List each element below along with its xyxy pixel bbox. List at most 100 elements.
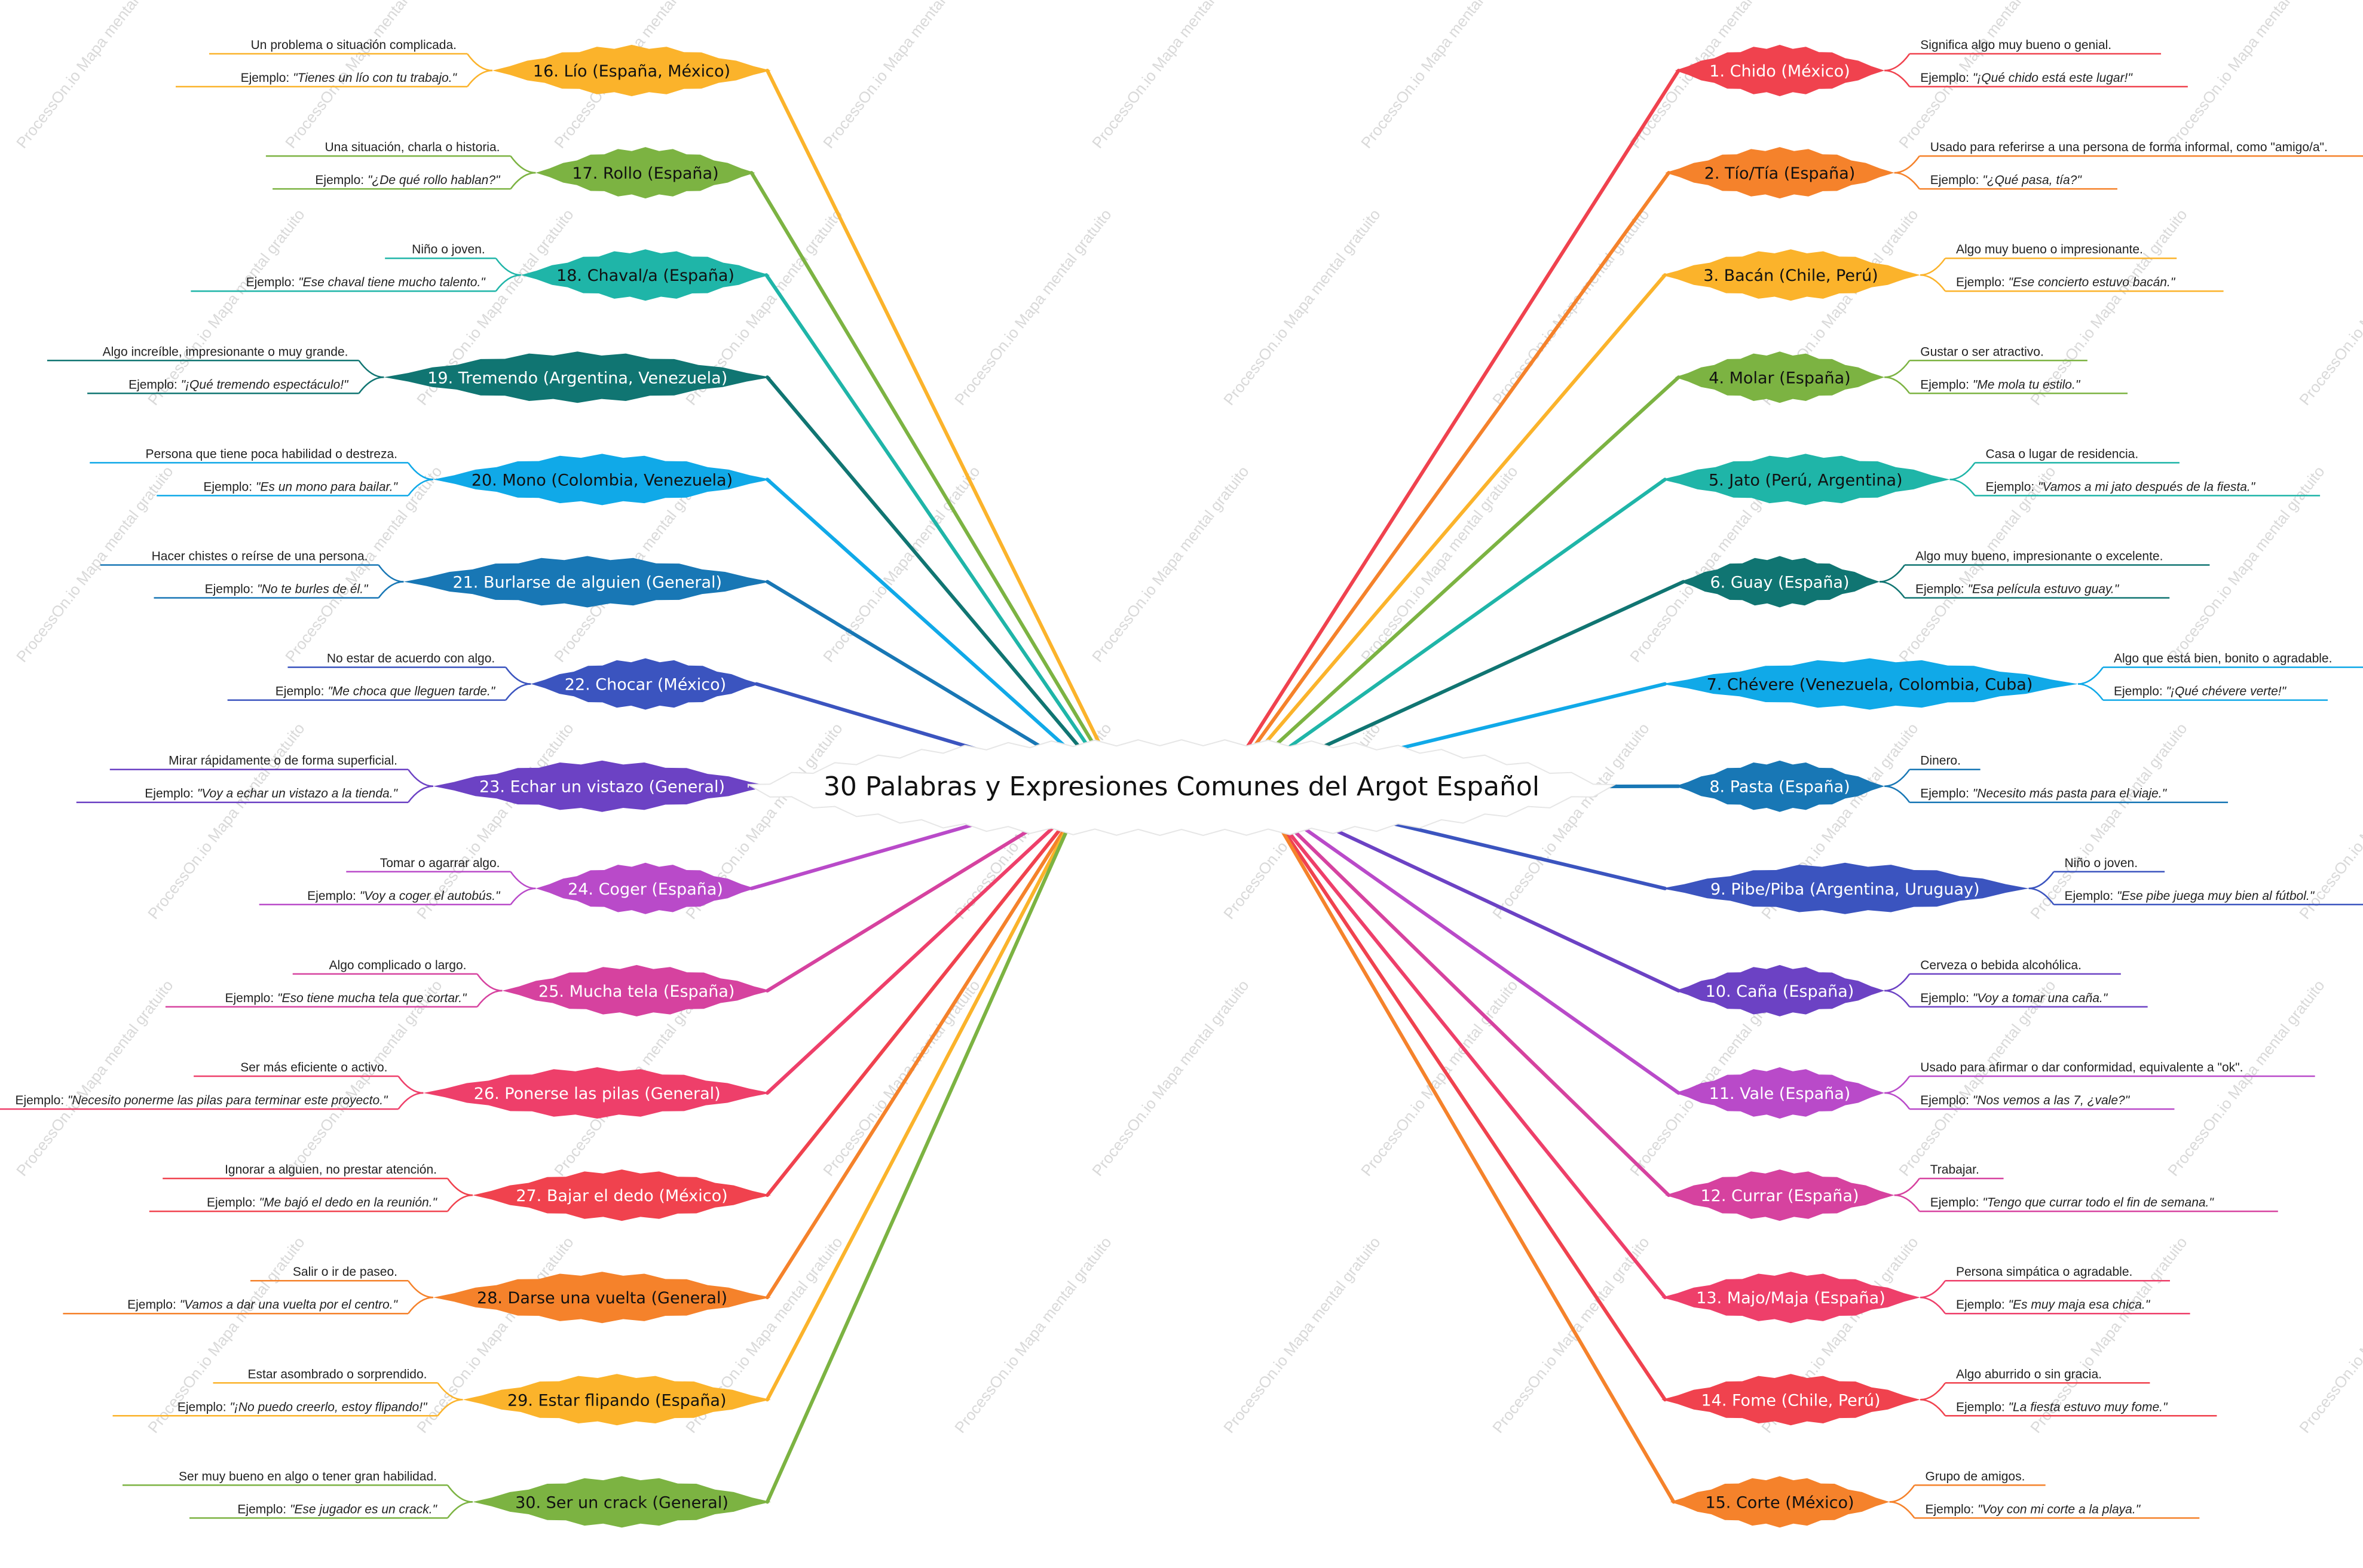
- branch-description: Usado para afirmar o dar conformidad, eq…: [1920, 1061, 2243, 1074]
- watermark-text: ProcessOn.io Mapa mental gratuito: [1220, 206, 1384, 409]
- branch-example: Ejemplo: "Ese concierto estuvo bacán.": [1956, 275, 2176, 289]
- branch-details: Niño o joven. Ejemplo: "Ese pibe juega mu…: [2028, 856, 2363, 906]
- detail-connector: [407, 479, 434, 497]
- branch-node[interactable]: 29. Estar flipando (España)Estar asombra…: [112, 1367, 772, 1426]
- detail-connector: [2028, 887, 2055, 905]
- example-prefix: Ejemplo:: [241, 71, 293, 85]
- branch-node[interactable]: 5. Jato (Perú, Argentina)Casa o lugar de…: [1661, 447, 2321, 506]
- central-topic-title: 30 Palabras y Expresiones Comunes del Ar…: [824, 771, 1539, 802]
- central-topic[interactable]: 30 Palabras y Expresiones Comunes del Ar…: [748, 739, 1617, 837]
- branch-details: Estar asombrado o sorprendido.Ejemplo: "…: [112, 1367, 463, 1417]
- branch-node-shape: [1661, 454, 1950, 506]
- branch-description: Algo muy bueno o impresionante.: [1956, 243, 2143, 256]
- branch-details: Hacer chistes o reírse de una persona.Ej…: [100, 550, 404, 599]
- example-prefix: Ejemplo:: [205, 583, 258, 596]
- branch-node-shape: [492, 45, 771, 96]
- branch-node[interactable]: 20. Mono (Colombia, Venezuela) Persona qu…: [90, 447, 771, 506]
- branch-node-shape: [1665, 147, 1894, 199]
- branch-node[interactable]: 2. Tío/Tía (España)Usado para referirse …: [1665, 140, 2363, 199]
- branch-node[interactable]: 23. Echar un vistazo (General) Mirar rápi…: [76, 754, 771, 812]
- branch-node[interactable]: 30. Ser un crack (General)Ser muy bueno …: [123, 1469, 771, 1528]
- watermark-text: ProcessOn.io Mapa mental gratuito: [2164, 976, 2328, 1180]
- branch-node[interactable]: 16. Lío (España, México)Un problema o si…: [176, 38, 771, 96]
- branch-example: Ejemplo: "Vamos a mi jato después de la …: [1986, 480, 2256, 494]
- watermark-text: ProcessOn.io Mapa mental gratuito: [2295, 1233, 2363, 1437]
- branch-node[interactable]: 22. Chocar (México)No estar de acuerdo c…: [227, 652, 760, 710]
- branch-label: 13. Majo/Maja (España): [1696, 1289, 1885, 1307]
- branch-node-shape: [535, 147, 755, 199]
- branch-example: Ejemplo: "Ese pibe juega muy bien al fút…: [2065, 889, 2315, 903]
- branch-node[interactable]: 17. Rollo (España)Una situación, charla …: [265, 140, 755, 199]
- branch-node[interactable]: 25. Mucha tela (España)Algo complicado o…: [165, 958, 771, 1016]
- detail-connector: [378, 581, 404, 599]
- branch-node[interactable]: 24. Coger (España)Tomar o agarrar algo.E…: [259, 856, 755, 914]
- branch-label: 7. Chévere (Venezuela, Colombia, Cuba): [1707, 676, 2033, 694]
- example-prefix: Ejemplo:: [1956, 275, 2009, 289]
- branch-description: Niño o joven.: [2065, 856, 2138, 870]
- branch-example: Ejemplo: "Eso tiene mucha tela que corta…: [225, 991, 467, 1005]
- branch-connector: [766, 69, 1104, 752]
- branch-node[interactable]: 10. Caña (España)Cerveza o bebida alcohó…: [1675, 958, 2148, 1016]
- example-prefix: Ejemplo:: [1915, 583, 1968, 596]
- branch-node[interactable]: 6. Guay (España)Algo muy bueno, impresio…: [1680, 550, 2210, 608]
- branch-node-shape: [1670, 1476, 1890, 1528]
- branch-details: Un problema o situación complicada.Ejemp…: [176, 38, 493, 88]
- branch-description: Niño o joven.: [412, 243, 485, 256]
- detail-connector: [2077, 666, 2104, 685]
- branch-details: Persona que tiene poca habilidad o destr…: [90, 447, 434, 497]
- branch-node[interactable]: 1. Chido (México)Significa algo muy buen…: [1675, 38, 2188, 96]
- branch-node[interactable]: 19. Tremendo (Argentina, Venezuela)Algo …: [47, 345, 771, 403]
- branch-node[interactable]: 14. Fome (Chile, Perú)Algo aburrido o si…: [1661, 1367, 2217, 1426]
- branch-example: Ejemplo: "Es muy maja esa chica.": [1956, 1298, 2151, 1312]
- branch-node-shape: [1675, 1067, 1885, 1119]
- branch-label: 23. Echar un vistazo (General): [479, 778, 725, 797]
- branch-connector: [764, 273, 1100, 762]
- branch-description: Algo complicado o largo.: [329, 958, 467, 972]
- detail-connector: [1949, 479, 1976, 497]
- watermark-text: ProcessOn.io Mapa mental gratuito: [2295, 206, 2363, 409]
- branch-details: Tomar o agarrar algo.Ejemplo: "Voy a cog…: [259, 856, 536, 906]
- watermark-text: ProcessOn.io Mapa mental gratuito: [13, 463, 177, 666]
- branch-connector: [766, 802, 1081, 1095]
- branch-node[interactable]: 9. Pibe/Piba (Argentina, Uruguay)Niño o …: [1661, 856, 2363, 914]
- branch-node[interactable]: 18. Chaval/a (España)Niño o joven.Ejempl…: [191, 243, 770, 301]
- branch-details: No estar de acuerdo con algo.Ejemplo: "M…: [227, 652, 531, 701]
- branch-node[interactable]: 11. Vale (España)Usado para afirmar o da…: [1675, 1061, 2315, 1119]
- example-prefix: Ejemplo:: [15, 1094, 68, 1107]
- branch-node[interactable]: 26. Ponerse las pilas (General)Ser más e…: [0, 1061, 771, 1119]
- branch-node[interactable]: 4. Molar (España)Gustar o ser atractivo.…: [1675, 345, 2128, 403]
- branch-node[interactable]: 13. Majo/Maja (España)Persona simpática …: [1661, 1265, 2190, 1324]
- branch-example: Ejemplo: "¿De qué rollo hablan?": [315, 173, 501, 187]
- branch-node-shape: [433, 760, 771, 812]
- detail-connector: [407, 1280, 434, 1298]
- branch-node[interactable]: 15. Corte (México)Grupo de amigos.Ejempl…: [1670, 1469, 2200, 1528]
- branch-description: No estar de acuerdo con algo.: [327, 652, 495, 666]
- branch-description: Trabajar.: [1930, 1163, 1979, 1177]
- branch-node[interactable]: 12. Currar (España)Trabajar.Ejemplo: "Te…: [1665, 1163, 2278, 1221]
- branch-example: Ejemplo: "Ese chaval tiene mucho talento…: [246, 275, 486, 289]
- branch-node[interactable]: 21. Burlarse de alguien (General)Hacer c…: [100, 550, 771, 608]
- branch-details: Mirar rápidamente o de forma superficial…: [76, 754, 434, 803]
- detail-connector: [358, 360, 384, 378]
- branch-node[interactable]: 7. Chévere (Venezuela, Colombia, Cuba)Al…: [1661, 652, 2363, 710]
- branch-example: Ejemplo: "Voy a echar un vistazo a la ti…: [145, 787, 398, 801]
- example-sentence: "Me choca que lleguen tarde.": [327, 685, 495, 699]
- branch-details: Trabajar.Ejemplo: "Tengo que currar todo…: [1894, 1163, 2278, 1212]
- branch-example: Ejemplo: "Necesito más pasta para el via…: [1920, 787, 2167, 801]
- detail-connector: [378, 564, 404, 583]
- example-sentence: "Me bajó el dedo en la reunión.": [259, 1196, 438, 1209]
- branch-connector: [1275, 818, 1667, 1402]
- example-sentence: "Es un mono para bailar.": [256, 480, 399, 494]
- branch-label: 20. Mono (Colombia, Venezuela): [472, 471, 733, 489]
- branch-description: Tomar o agarrar algo.: [380, 856, 500, 870]
- branch-node[interactable]: 27. Bajar el dedo (México)Ignorar a algu…: [149, 1163, 771, 1221]
- branch-node[interactable]: 28. Darse una vuelta (General)Salir o ir…: [63, 1265, 771, 1324]
- watermark-text: ProcessOn.io Mapa mental gratuito: [819, 0, 984, 152]
- branch-description: Gustar o ser atractivo.: [1920, 345, 2044, 359]
- branch-description: Algo increíble, impresionante o muy gran…: [103, 345, 348, 359]
- branch-example: Ejemplo: "¿Qué pasa, tía?": [1930, 173, 2083, 187]
- example-sentence: "Es muy maja esa chica.": [2009, 1298, 2151, 1312]
- branch-label: 27. Bajar el dedo (México): [516, 1187, 727, 1205]
- branch-node[interactable]: 3. Bacán (Chile, Perú)Algo muy bueno o i…: [1661, 243, 2224, 301]
- branch-node[interactable]: 8. Pasta (España)Dinero.Ejemplo: "Necesi…: [1675, 754, 2229, 812]
